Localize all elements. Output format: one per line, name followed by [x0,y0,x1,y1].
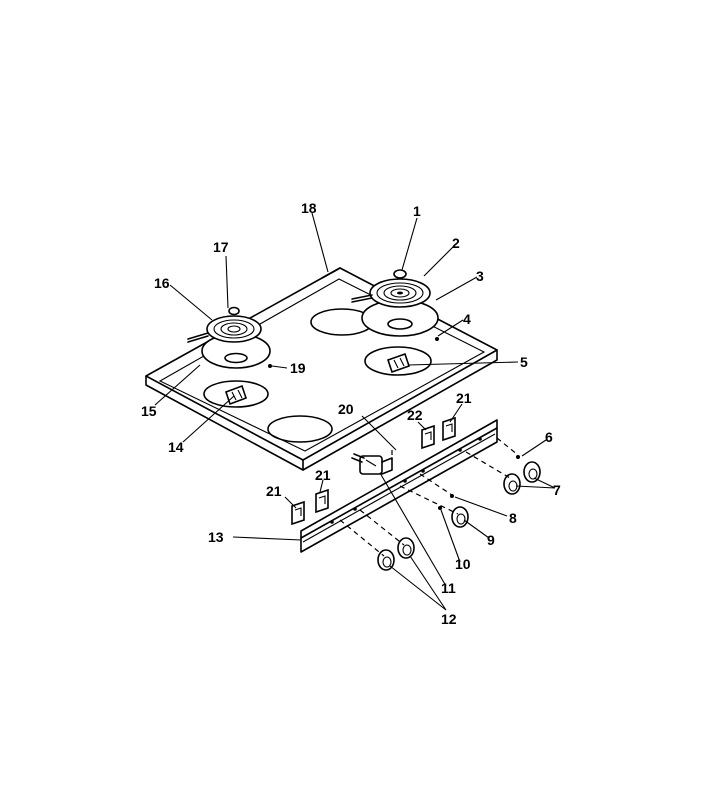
element-knob-left [228,306,240,316]
bracket-upper-b [442,416,456,442]
opening-front-left [203,380,269,408]
leader-lines [154,212,556,611]
alignment-lines [339,437,519,557]
callout-22: 22 [407,407,423,423]
callout-2: 2 [452,235,460,251]
callout-6: 6 [545,429,553,445]
screw-19 [268,364,272,368]
knobs [377,461,541,571]
callout-20: 20 [338,401,354,417]
callout-18: 18 [301,200,317,216]
knob-9 [451,506,469,528]
callout-19: 19 [290,360,306,376]
callout-10: 10 [455,556,471,572]
callout-3: 3 [476,268,484,284]
callout-1: 1 [413,203,421,219]
control-panel [300,419,498,553]
callout-4: 4 [463,311,471,327]
callout-21-left: 21 [266,483,282,499]
left-rear-burner [187,306,271,369]
callout-21-middle: 21 [315,467,331,483]
opening-front-right [364,346,432,376]
callout-8: 8 [509,510,517,526]
callout-9: 9 [487,532,495,548]
callout-11: 11 [441,580,456,596]
callout-12: 12 [441,611,457,627]
brackets [291,416,456,526]
screw-6 [516,455,520,459]
bracket-lower-b [315,488,329,514]
infinite-switch [351,453,393,475]
knob-7b [523,461,541,483]
receptacle-left [224,384,248,406]
callout-14: 14 [168,439,184,455]
element-knob-right [393,269,407,279]
callout-16: 16 [154,275,170,291]
right-rear-burner [351,269,439,337]
callout-5: 5 [520,354,528,370]
knob-7a [503,473,521,495]
bracket-upper-a [421,424,435,450]
screw-10 [438,506,442,510]
cooktop-panel [145,267,498,471]
callout-13: 13 [208,529,224,545]
callout-17: 17 [213,239,229,255]
knob-12b [397,537,415,559]
opening-front-center [267,415,333,443]
receptacle-right [386,352,411,374]
screw-4 [435,337,439,341]
callout-21-upper: 21 [456,390,472,406]
callout-15: 15 [141,403,157,419]
callout-labels: 1 2 3 4 5 6 7 8 9 10 11 12 13 14 15 16 1… [141,200,561,627]
callout-7: 7 [553,482,561,498]
